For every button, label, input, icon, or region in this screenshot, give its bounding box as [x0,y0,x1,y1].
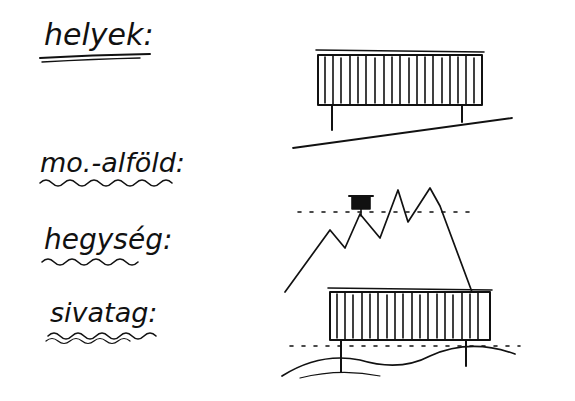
underline [42,58,140,62]
heading-label: helyek: [44,18,154,51]
building-desert [282,288,520,378]
underline [40,54,150,58]
wavy-underline [40,180,172,186]
wavy-underline [48,333,156,339]
place-label: sivatag: [50,298,157,328]
building-plain [293,50,512,148]
wavy-underline [42,259,138,265]
wavy-underline [46,339,130,344]
mountains [285,188,472,292]
place-label: mo.-alföld: [40,148,185,178]
place-label: hegység: [44,225,172,256]
